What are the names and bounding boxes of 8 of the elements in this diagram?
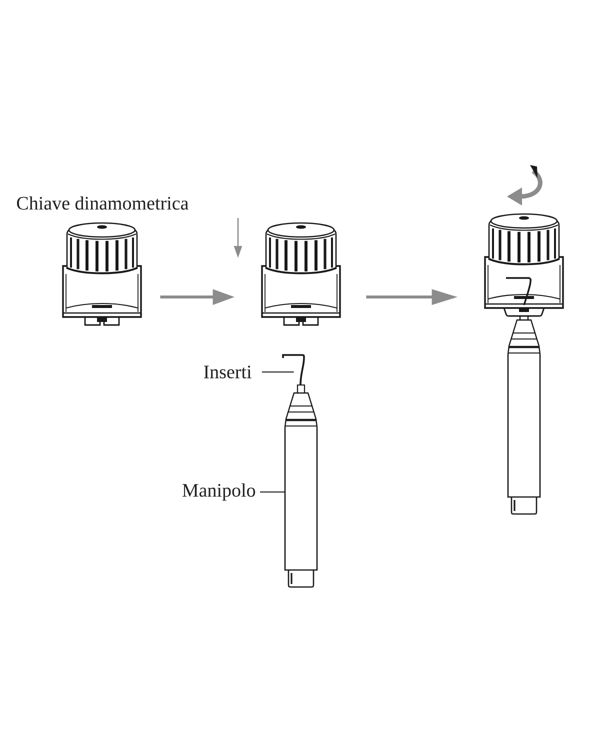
torque-wrench [62,222,142,326]
wrench-with-handpiece [484,213,564,515]
part-label: Chiave dinamometrica [16,196,188,210]
part-label: Manipolo [182,483,256,501]
handpiece [284,392,318,588]
insert-tip [282,354,306,394]
part-label: Inserti [204,366,252,378]
torque-wrench [261,222,341,326]
